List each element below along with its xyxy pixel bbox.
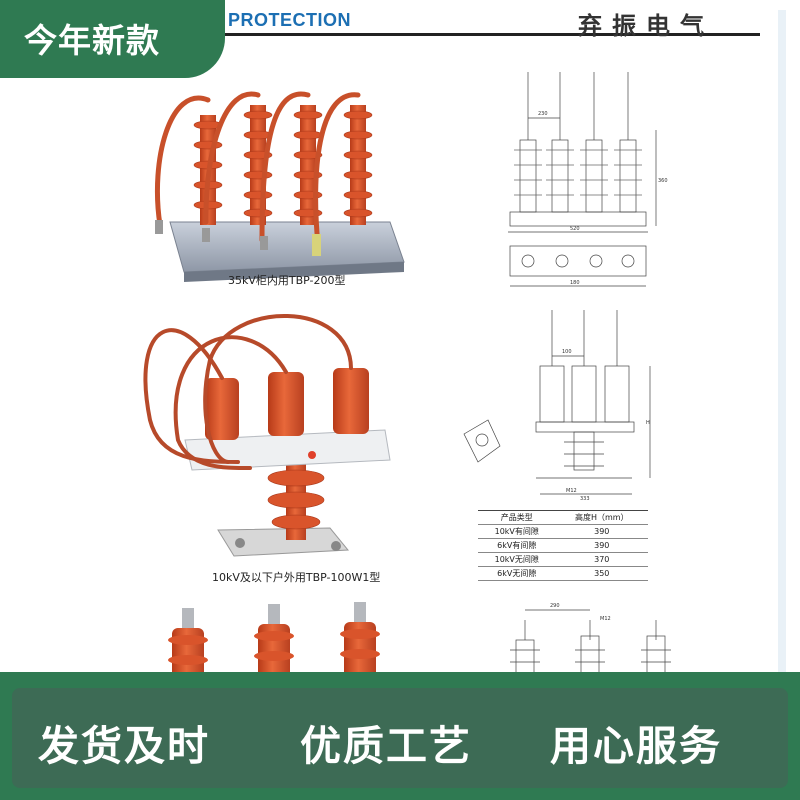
footer-slogan-quality: 优质工艺 <box>300 722 472 770</box>
technical-drawing-3 <box>510 609 671 681</box>
technical-drawing-2 <box>463 310 651 495</box>
spec-cell: 390 <box>555 524 648 539</box>
d2-bolt-label: M12 <box>566 488 577 494</box>
product-tbp-200-photo <box>155 91 405 282</box>
spec-cell: 10kV无间隙 <box>478 552 556 567</box>
d1-width-label: 230 <box>538 111 548 117</box>
footer-slogan-fast-delivery: 发货及时 <box>38 722 210 770</box>
d1-total-label: 520 <box>570 226 580 232</box>
spec-cell: 6kV有间隙 <box>478 538 556 553</box>
catalog-image <box>14 10 786 790</box>
spec-cell: 10kV有间隙 <box>478 524 556 539</box>
d3-bolt-label: M12 <box>600 616 611 622</box>
table-row: 6kV无间隙 350 <box>478 566 648 581</box>
spec-cell: 6kV无间隙 <box>478 566 556 581</box>
footer-slogan-service: 用心服务 <box>550 722 722 770</box>
new-arrival-badge: 今年新款 <box>0 0 225 78</box>
d1-height-label: 360 <box>658 178 668 184</box>
protection-heading: PROTECTION <box>228 10 352 30</box>
d2-spacing-label: 100 <box>562 349 572 355</box>
table-row: 10kV有间隙 390 <box>478 524 648 539</box>
d3-spacing-label: 290 <box>550 603 560 609</box>
spec-cell: 350 <box>555 566 648 581</box>
d1-base-label: 180 <box>570 280 580 286</box>
spec-header-type: 产品类型 <box>478 510 556 525</box>
table-row: 6kV有间隙 390 <box>478 538 648 553</box>
spec-cell: 370 <box>555 552 648 567</box>
spec-table: 产品类型 高度H（mm） 10kV有间隙 390 6kV有间隙 390 10kV… <box>478 510 648 581</box>
footer-banner: 发货及时 优质工艺 用心服务 <box>0 672 800 800</box>
spec-header-height: 高度H（mm） <box>555 510 648 525</box>
footer-panel: 发货及时 优质工艺 用心服务 <box>12 688 788 788</box>
new-arrival-label: 今年新款 <box>24 21 160 60</box>
header-band <box>200 10 760 36</box>
product-caption-tbp-100w1: 10kV及以下户外用TBP-100W1型 <box>212 571 381 584</box>
table-row: 10kV无间隙 370 <box>478 552 648 567</box>
product-tbp-100w1-photo <box>143 314 391 557</box>
product-caption-tbp-200: 35kV柜内用TBP-200型 <box>228 274 346 287</box>
d2-h-label: H <box>646 420 650 426</box>
spec-cell: 390 <box>555 538 648 553</box>
spec-table-header-row: 产品类型 高度H（mm） <box>478 510 648 525</box>
d2-base-label: 333 <box>580 496 590 502</box>
brand-name: 弃振电气 <box>578 11 714 40</box>
technical-drawing-1 <box>508 72 657 287</box>
